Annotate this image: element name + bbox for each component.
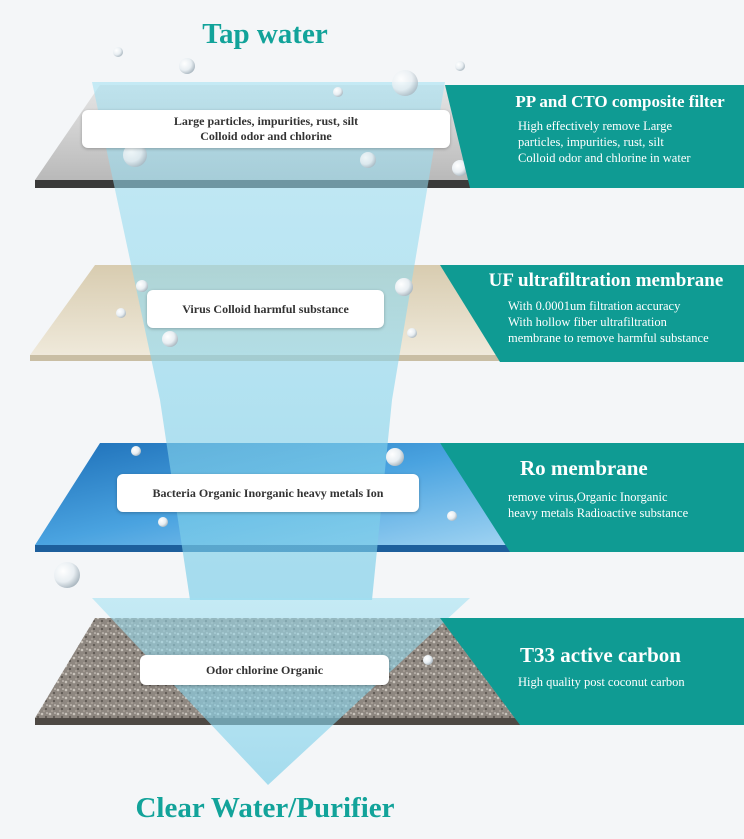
panel-uf-bg [440, 265, 744, 362]
panel-ro-desc-2: heavy metals Radioactive substance [508, 506, 689, 520]
pill-carbon-line-1: Odor chlorine Organic [205, 662, 324, 677]
panel-carbon-desc: High quality post coconut carbon [510, 674, 740, 690]
panel-ro-bg [440, 443, 744, 552]
top-title: Tap water [202, 18, 328, 50]
panel-ro-title: Ro membrane [520, 456, 648, 480]
panel-carbon: T33 active carbon High quality post coco… [510, 643, 740, 690]
panel-pp-bg [445, 85, 744, 188]
panel-uf-title: UF ultrafiltration membrane [488, 270, 724, 291]
panel-carbon-desc-1: High quality post coconut carbon [518, 675, 685, 689]
pill-carbon: Odor chlorine Organic [140, 655, 389, 685]
panel-carbon-title: T33 active carbon [520, 643, 681, 667]
panel-pp-desc-3: Colloid odor and chlorine in water [518, 151, 691, 165]
panel-pp: PP and CTO composite filter High effecti… [500, 92, 740, 166]
panel-ro-desc-1: remove virus,Organic Inorganic [508, 490, 668, 504]
panel-pp-desc-1: High effectively remove Large [518, 119, 672, 133]
pill-pp-line-1: Large particles, impurities, rust, silt [173, 114, 359, 128]
pill-pp: Large particles, impurities, rust, silt … [82, 110, 450, 148]
water-stream [92, 82, 470, 785]
bubbles [54, 47, 468, 665]
panel-uf-desc-1: With 0.0001um filtration accuracy [508, 299, 681, 313]
info-panels [440, 85, 744, 725]
panel-uf-desc: With 0.0001um filtration accuracy With h… [470, 298, 742, 346]
pill-ro-line-1: Bacteria Organic Inorganic heavy metals … [152, 485, 384, 500]
panel-pp-title: PP and CTO composite filter [515, 92, 725, 111]
bottom-title: Clear Water/Purifier [135, 792, 395, 824]
panel-pp-desc: High effectively remove Large particles,… [500, 118, 740, 166]
panel-uf: UF ultrafiltration membrane With 0.0001u… [470, 270, 742, 346]
pill-uf: Virus Colloid harmful substance [147, 290, 384, 328]
panel-uf-desc-3: membrane to remove harmful substance [508, 331, 709, 345]
pill-ro: Bacteria Organic Inorganic heavy metals … [117, 474, 419, 512]
panel-carbon-bg [440, 618, 744, 725]
panel-ro: Ro membrane remove virus,Organic Inorgan… [500, 456, 740, 521]
panel-ro-desc: remove virus,Organic Inorganic heavy met… [500, 489, 740, 521]
panel-uf-desc-2: With hollow fiber ultrafiltration [508, 315, 667, 329]
panel-pp-desc-2: particles, impurities, rust, silt [518, 135, 664, 149]
pill-pp-line-2: Colloid odor and chlorine [200, 129, 332, 143]
pill-uf-line-1: Virus Colloid harmful substance [182, 301, 349, 316]
